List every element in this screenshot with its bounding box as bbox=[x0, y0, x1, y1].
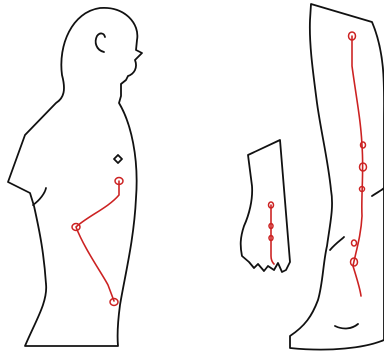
ankle-fold bbox=[335, 324, 358, 328]
calf-fold bbox=[330, 237, 344, 250]
leg-point bbox=[352, 240, 357, 246]
knee-fold bbox=[372, 188, 384, 196]
foot-route-line bbox=[271, 205, 274, 264]
torso-figure bbox=[8, 8, 142, 346]
ear bbox=[96, 33, 105, 52]
foot-route bbox=[269, 202, 275, 264]
leg-outline bbox=[290, 4, 384, 350]
leg-point bbox=[361, 142, 366, 148]
nipple-marker bbox=[114, 155, 122, 163]
leg-route bbox=[349, 32, 367, 296]
torso-route-line bbox=[76, 181, 119, 301]
chest-fold bbox=[33, 188, 46, 205]
foot-figure bbox=[241, 140, 290, 272]
torso-route bbox=[72, 178, 123, 306]
torso-outline bbox=[8, 8, 142, 346]
foot-outline bbox=[241, 140, 290, 272]
leg-route-line bbox=[352, 36, 363, 296]
leg-figure bbox=[290, 4, 384, 350]
